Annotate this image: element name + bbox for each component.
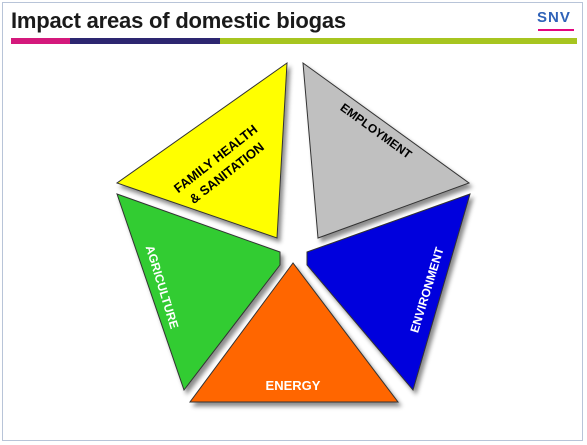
slide-title: Impact areas of domestic biogas [11,8,346,33]
energy-segment [189,262,400,403]
logo-underline [538,29,574,31]
snv-logo: SNV [537,9,571,26]
title-band-magenta [11,38,70,44]
agriculture-segment [116,193,281,392]
employment-segment [302,61,471,239]
energy-label: ENERGY [266,378,321,393]
title-band-green [220,38,577,44]
family-health-segment [115,61,288,239]
environment-segment [306,193,471,392]
title-band-navy [70,38,220,44]
